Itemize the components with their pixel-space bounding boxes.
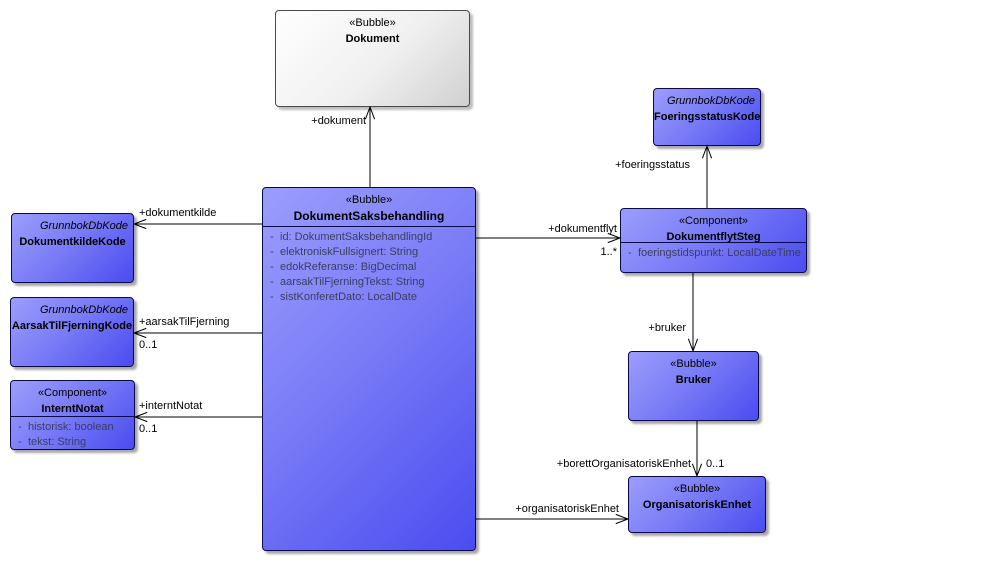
node-header: «Component» DokumentflytSteg (621, 209, 806, 243)
connector-label: +dokumentkilde (139, 207, 216, 219)
connector-multiplicity: 0..1 (139, 423, 157, 435)
connector-label: +aarsakTilFjerning (139, 316, 229, 328)
visibility-marker: - (270, 246, 274, 258)
connector-multiplicity: 0..1 (706, 458, 724, 470)
node-stereotype: GrunnbokDbKode (39, 304, 128, 316)
visibility-marker: - (628, 247, 632, 259)
open-arrowhead-icon (691, 463, 703, 478)
node-internt-notat[interactable]: «Component» InterntNotat -historisk: boole… (10, 380, 135, 450)
node-name: Bruker (675, 374, 712, 386)
connector-dokumentkilde[interactable]: +dokumentkilde (132, 207, 262, 230)
node-stereotype: GrunnbokDbKode (666, 95, 755, 107)
connector-organisatorisk-enhet[interactable]: +organisatoriskEnhet (476, 503, 630, 525)
open-arrowhead-icon (133, 411, 148, 423)
node-bruker[interactable]: «Bubble» Bruker (628, 351, 759, 421)
connector-multiplicity: 0..1 (139, 339, 157, 351)
node-dokument[interactable]: «Bubble» Dokument (275, 10, 470, 107)
node-name: Dokument (345, 33, 400, 45)
node-name: DokumentkildeKode (19, 236, 126, 248)
open-arrowhead-icon (687, 338, 699, 353)
node-name: FoeringsstatusKode (654, 111, 761, 123)
attribute-row: -sistKonferetDato: LocalDate (263, 290, 475, 305)
attribute-text: elektroniskFullsignert: String (280, 246, 419, 258)
node-header: «Bubble» DokumentSaksbehandling (263, 188, 475, 227)
node-stereotype: «Bubble» (670, 358, 717, 370)
node-stereotype: «Component» (37, 387, 108, 399)
attribute-row: -aarsakTilFjerningTekst: String (263, 275, 475, 290)
open-arrowhead-icon (132, 218, 147, 230)
node-header: «Bubble» OrganisatoriskEnhet (629, 477, 765, 513)
attribute-row: -id: DokumentSaksbehandlingId (263, 230, 475, 245)
node-name: InterntNotat (41, 403, 104, 415)
attribute-list: -historisk: boolean-tekst: String (11, 417, 134, 450)
connector-borett-organisatorisk-enhet[interactable]: +borettOrganisatoriskEnhet 0..1 (557, 421, 725, 478)
attribute-text: id: DokumentSaksbehandlingId (280, 231, 433, 243)
node-organisatorisk-enhet[interactable]: «Bubble» OrganisatoriskEnhet (628, 476, 766, 533)
node-dokumentflyt-steg[interactable]: «Component» DokumentflytSteg -foeringstids… (620, 208, 807, 273)
attribute-text: foeringstidspunkt: LocalDateTime (638, 247, 801, 259)
node-stereotype: «Component» (678, 215, 749, 227)
attribute-text: sistKonferetDato: LocalDate (280, 291, 417, 303)
connector-label: +borettOrganisatoriskEnhet (557, 458, 691, 470)
node-dokument-saksbehandling[interactable]: «Bubble»DokumentSaksbehandling-id: Dokum… (262, 187, 476, 551)
connector-label: +dokument (311, 115, 366, 127)
connector-label: +interntNotat (139, 400, 202, 412)
node-name: DokumentflytSteg (666, 231, 761, 243)
visibility-marker: - (18, 436, 22, 448)
connector-bruker[interactable]: +bruker (648, 273, 699, 353)
attribute-text: edokReferanse: BigDecimal (280, 261, 417, 273)
connector-dokument[interactable]: +dokument (311, 105, 376, 187)
node-stereotype: «Bubble» (349, 17, 396, 29)
connector-label: +bruker (648, 322, 686, 334)
node-stereotype: «Bubble» (673, 483, 721, 495)
visibility-marker: - (18, 421, 22, 433)
open-arrowhead-icon (615, 513, 630, 525)
node-name: AarsakTilFjerningKode (11, 320, 133, 332)
connector-dokumentflyt[interactable]: +dokumentflyt 1..* (476, 223, 622, 258)
attribute-list: -foeringstidspunkt: LocalDateTime (621, 243, 806, 261)
attribute-text: tekst: String (28, 436, 87, 448)
connector-label: +foeringsstatus (615, 159, 690, 171)
node-stereotype: GrunnbokDbKode (39, 220, 128, 232)
connector-foeringsstatus[interactable]: +foeringsstatus (615, 144, 713, 208)
open-arrowhead-icon (132, 327, 147, 339)
connector-internt-notat[interactable]: +interntNotat 0..1 (133, 400, 262, 435)
open-arrowhead-icon (701, 144, 713, 159)
node-header: «Bubble» Bruker (629, 352, 758, 388)
node-header: «Component» InterntNotat (11, 381, 134, 417)
visibility-marker: - (270, 261, 274, 273)
attribute-row: -tekst: String (11, 435, 134, 450)
attribute-text: aarsakTilFjerningTekst: String (280, 276, 425, 288)
visibility-marker: - (270, 276, 274, 288)
attribute-text: historisk: boolean (28, 421, 114, 433)
attribute-row: -historisk: boolean (11, 420, 134, 435)
node-name: DokumentSaksbehandling (293, 209, 445, 223)
connector-multiplicity: 1..* (600, 246, 617, 258)
connector-aarsak-til-fjerning[interactable]: +aarsakTilFjerning 0..1 (132, 316, 262, 351)
node-name: OrganisatoriskEnhet (642, 499, 752, 511)
open-arrowhead-icon (607, 232, 622, 244)
open-arrowhead-icon (364, 105, 376, 120)
visibility-marker: - (270, 291, 274, 303)
attribute-row: -elektroniskFullsignert: String (263, 245, 475, 260)
visibility-marker: - (270, 231, 274, 243)
attribute-list: -id: DokumentSaksbehandlingId-elektronis… (263, 227, 475, 305)
node-stereotype: «Bubble» (345, 194, 393, 206)
attribute-row: -edokReferanse: BigDecimal (263, 260, 475, 275)
node-header: «Bubble» Dokument (276, 11, 469, 47)
attribute-row: -foeringstidspunkt: LocalDateTime (621, 246, 806, 261)
connector-label: +organisatoriskEnhet (515, 503, 619, 515)
connector-label: +dokumentflyt (548, 223, 617, 235)
